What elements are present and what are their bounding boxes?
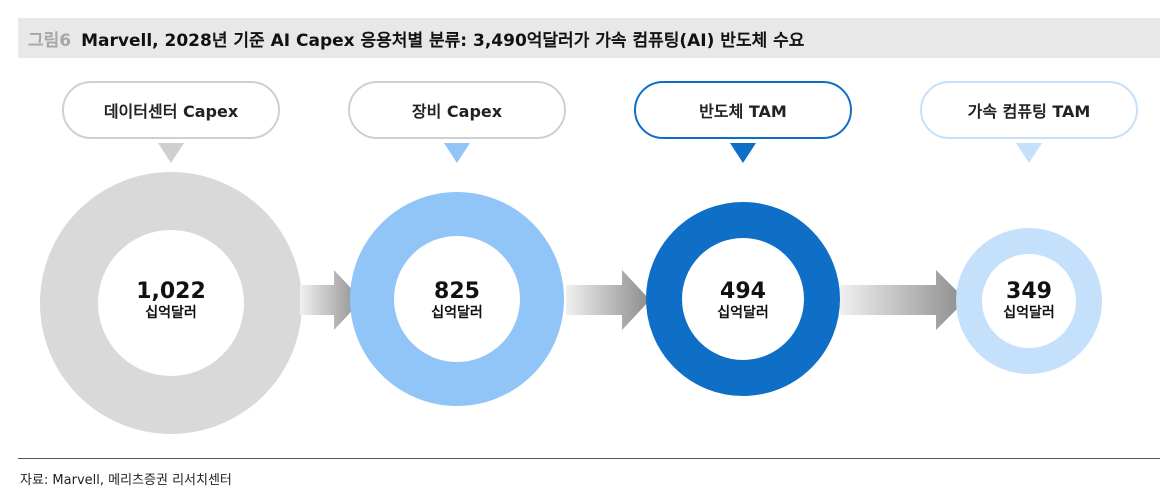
stage-label-datacenter-capex: 데이터센터 Capex — [62, 81, 280, 139]
stage-unit: 십억달러 — [717, 305, 769, 321]
ring-value-group: 825 십억달러 — [397, 280, 517, 322]
stage-value: 349 — [1006, 279, 1052, 304]
stage-value: 825 — [434, 279, 480, 304]
stage-value: 494 — [720, 279, 766, 304]
ring-value-group: 1,022 십억달러 — [111, 280, 231, 322]
bubble-tail — [1016, 143, 1042, 163]
flow-arrow — [300, 270, 362, 330]
source-note: 자료: Marvell, 메리츠증권 리서치센터 — [20, 473, 232, 488]
flow-arrow — [566, 270, 650, 330]
bubble-tail — [730, 143, 756, 163]
flow-arrow — [840, 270, 966, 330]
figure-label: 그림6 — [28, 30, 72, 51]
stage-label-semiconductor-tam: 반도체 TAM — [634, 81, 852, 139]
stage-unit: 십억달러 — [145, 305, 197, 321]
stage-label-text: 장비 Capex — [411, 102, 503, 121]
stage-label-text: 가속 컴퓨팅 TAM — [967, 102, 1091, 121]
stage-label-text: 데이터센터 Capex — [103, 102, 239, 121]
figure-title: Marvell, 2028년 기준 AI Capex 응용처별 분류: 3,49… — [81, 30, 805, 51]
figure-title-bar: 그림6 Marvell, 2028년 기준 AI Capex 응용처별 분류: … — [18, 18, 1160, 58]
stage-unit: 십억달러 — [1003, 305, 1055, 321]
stage-label-text: 반도체 TAM — [699, 102, 787, 121]
ring-value-group: 349 십억달러 — [969, 280, 1089, 322]
ring-value-group: 494 십억달러 — [683, 280, 803, 322]
bubble-tail — [444, 143, 470, 163]
bubble-tail — [158, 143, 184, 163]
stage-label-accelerated-computing-tam: 가속 컴퓨팅 TAM — [920, 81, 1138, 139]
footer-divider — [18, 458, 1160, 459]
stage-value: 1,022 — [136, 279, 206, 304]
stage-label-equipment-capex: 장비 Capex — [348, 81, 566, 139]
stage-unit: 십억달러 — [431, 305, 483, 321]
